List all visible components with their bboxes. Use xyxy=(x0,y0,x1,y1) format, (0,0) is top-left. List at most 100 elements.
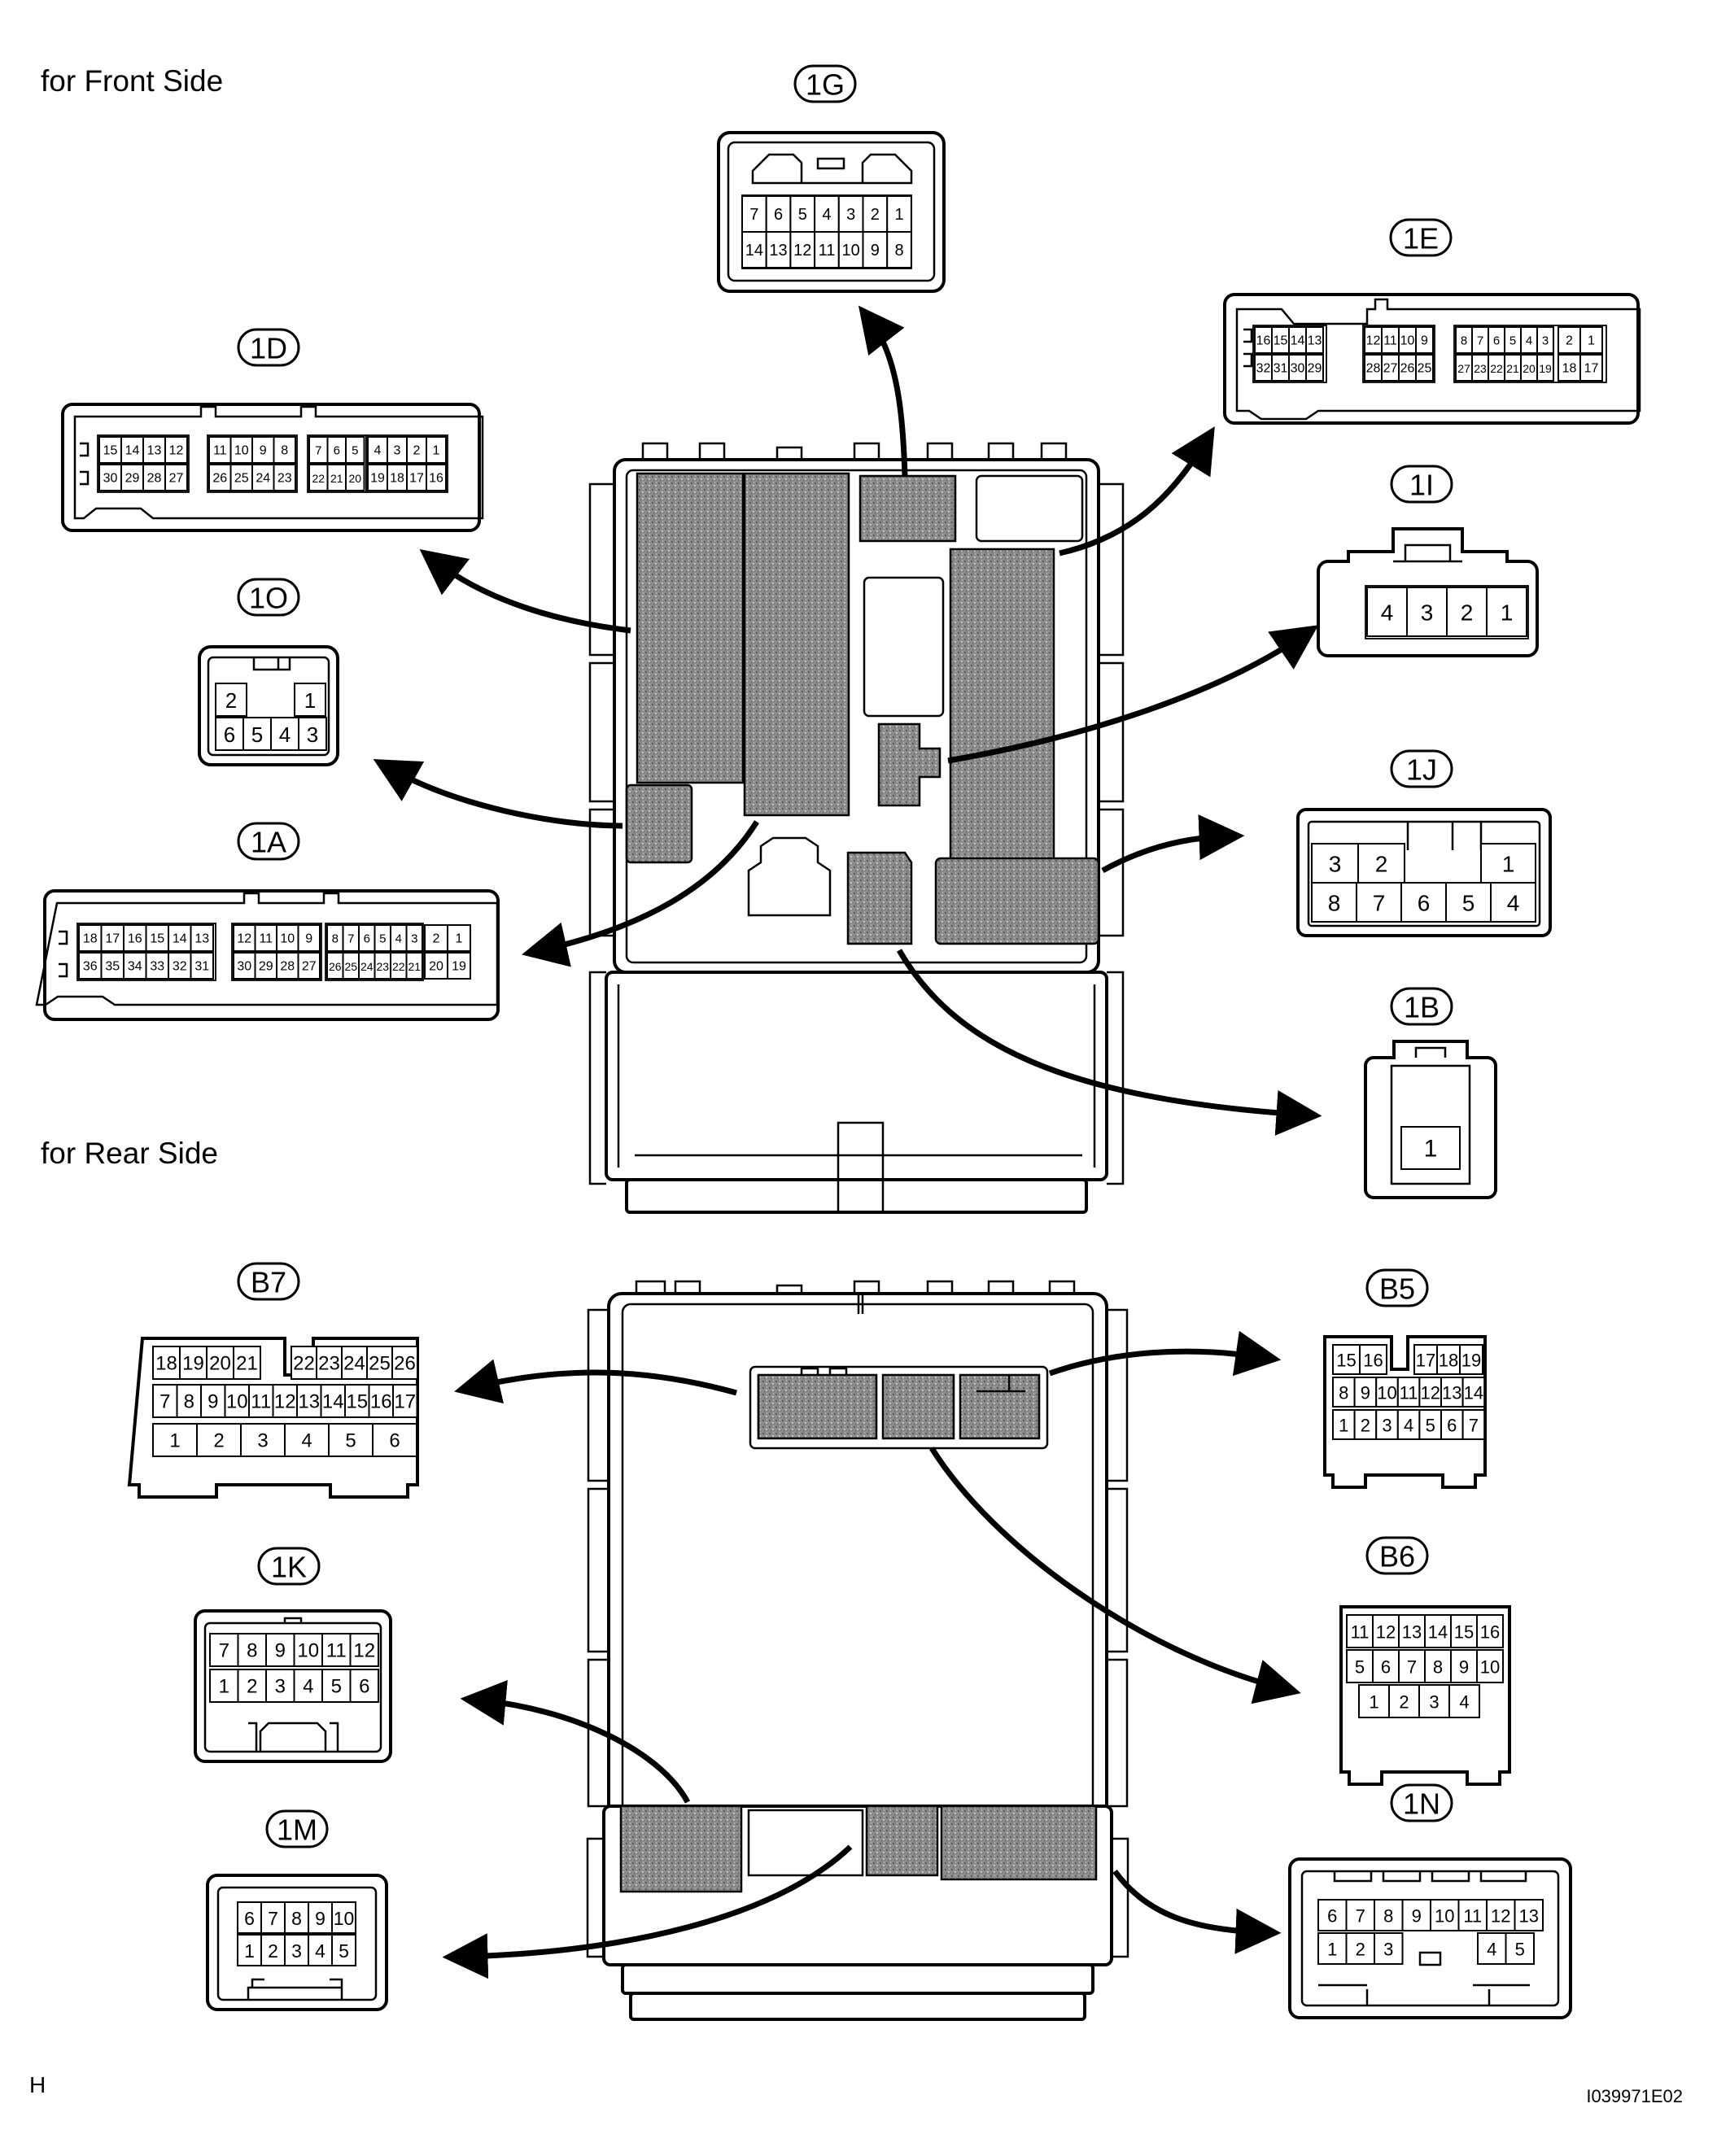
svg-text:2: 2 xyxy=(268,1940,278,1962)
pin-c1G-12: 12 xyxy=(789,231,816,268)
svg-text:21: 21 xyxy=(330,472,343,485)
svg-text:10: 10 xyxy=(234,444,249,458)
svg-text:6: 6 xyxy=(244,1908,255,1929)
pin-c1M-8: 8 xyxy=(284,1901,309,1934)
svg-text:1: 1 xyxy=(244,1940,255,1962)
svg-text:4: 4 xyxy=(374,444,382,458)
svg-text:22: 22 xyxy=(1490,362,1503,375)
pin-c1D-3: 3 xyxy=(387,436,408,464)
svg-text:6: 6 xyxy=(1493,334,1500,348)
pin-c1A-18: 18 xyxy=(78,924,103,952)
pin-cB7-14: 14 xyxy=(320,1384,346,1418)
pin-c1K-9: 9 xyxy=(265,1633,295,1667)
pin-cB5-5: 5 xyxy=(1418,1409,1443,1440)
svg-text:20: 20 xyxy=(209,1353,231,1375)
svg-text:4: 4 xyxy=(822,206,831,224)
arrow-1M xyxy=(442,1844,853,1979)
svg-text:26: 26 xyxy=(1400,362,1415,376)
svg-text:8: 8 xyxy=(1328,891,1341,916)
svg-text:12: 12 xyxy=(169,444,184,458)
pin-c1E-14: 14 xyxy=(1288,326,1307,354)
svg-text:29: 29 xyxy=(125,472,140,486)
svg-text:5: 5 xyxy=(1462,891,1475,916)
svg-text:3: 3 xyxy=(394,444,401,458)
svg-text:7: 7 xyxy=(1407,1657,1417,1678)
svg-text:1I: 1I xyxy=(1409,469,1434,502)
svg-text:16: 16 xyxy=(429,472,443,486)
svg-text:28: 28 xyxy=(280,960,295,974)
pin-c1A-31: 31 xyxy=(190,952,214,980)
svg-text:1: 1 xyxy=(456,932,463,946)
pin-cB5-18: 18 xyxy=(1436,1344,1461,1375)
pin-cB6-3: 3 xyxy=(1418,1684,1450,1718)
svg-text:25: 25 xyxy=(344,960,357,973)
socket-1O xyxy=(625,783,693,864)
pin-c1G-7: 7 xyxy=(741,195,767,233)
pin-cB7-22: 22 xyxy=(291,1346,317,1380)
tag-B5: B5 xyxy=(1365,1268,1429,1307)
svg-text:8: 8 xyxy=(894,242,903,260)
svg-text:14: 14 xyxy=(1428,1622,1448,1643)
pin-cB5-12: 12 xyxy=(1418,1377,1443,1408)
svg-text:17: 17 xyxy=(1416,1351,1435,1371)
pin-c1E-28: 28 xyxy=(1364,354,1383,382)
pin-cB7-25: 25 xyxy=(366,1346,393,1380)
svg-text:12: 12 xyxy=(793,242,811,260)
pin-c1J-3: 3 xyxy=(1311,843,1359,884)
pin-c1D-19: 19 xyxy=(367,464,388,491)
pin-c1D-13: 13 xyxy=(142,436,166,464)
svg-text:23: 23 xyxy=(318,1353,340,1375)
pin-c1E-20: 20 xyxy=(1520,354,1538,382)
pin-c1A-19: 19 xyxy=(447,952,471,980)
pin-cB7-8: 8 xyxy=(176,1384,202,1418)
pin-c1G-8: 8 xyxy=(886,231,912,268)
pin-c1E-8: 8 xyxy=(1455,326,1473,354)
svg-text:26: 26 xyxy=(394,1353,416,1375)
svg-text:36: 36 xyxy=(83,960,98,974)
pin-c1E-22: 22 xyxy=(1488,354,1505,382)
svg-text:23: 23 xyxy=(376,960,389,973)
svg-text:1: 1 xyxy=(1369,1692,1378,1713)
svg-text:31: 31 xyxy=(1274,362,1288,376)
pin-c1E-31: 31 xyxy=(1271,354,1290,382)
svg-text:20: 20 xyxy=(429,960,443,974)
svg-text:25: 25 xyxy=(234,472,249,486)
pin-c1A-22: 22 xyxy=(390,952,408,980)
pin-c1N-7: 7 xyxy=(1345,1899,1375,1931)
svg-text:2: 2 xyxy=(1566,334,1573,348)
svg-text:2: 2 xyxy=(433,932,440,946)
svg-text:6: 6 xyxy=(774,206,783,224)
pin-cB7-24: 24 xyxy=(341,1346,368,1380)
pin-c1A-21: 21 xyxy=(405,952,423,980)
pin-cB7-9: 9 xyxy=(200,1384,226,1418)
svg-text:5: 5 xyxy=(352,444,358,458)
pin-cB5-8: 8 xyxy=(1332,1377,1356,1408)
pin-c1E-25: 25 xyxy=(1415,354,1434,382)
pin-c1N-4: 4 xyxy=(1477,1932,1507,1965)
svg-text:15: 15 xyxy=(1454,1622,1474,1643)
pin-c1E-1: 1 xyxy=(1579,326,1603,354)
pin-c1K-10: 10 xyxy=(293,1633,323,1667)
svg-text:22: 22 xyxy=(293,1353,315,1375)
pin-c1A-30: 30 xyxy=(233,952,256,980)
svg-text:16: 16 xyxy=(370,1391,392,1413)
svg-text:13: 13 xyxy=(147,444,162,458)
svg-text:1: 1 xyxy=(1501,600,1514,626)
pin-c1B-1: 1 xyxy=(1400,1126,1461,1170)
svg-text:1: 1 xyxy=(1424,1136,1438,1163)
pin-c1N-10: 10 xyxy=(1430,1899,1460,1931)
svg-text:1: 1 xyxy=(1339,1416,1348,1436)
pin-c1D-29: 29 xyxy=(120,464,144,491)
svg-text:3: 3 xyxy=(1429,1692,1439,1713)
svg-text:3: 3 xyxy=(275,1676,286,1698)
svg-text:6: 6 xyxy=(359,1676,369,1698)
svg-text:18: 18 xyxy=(1439,1351,1458,1371)
tag-1A: 1A xyxy=(237,822,300,861)
pin-c1A-5: 5 xyxy=(374,924,391,952)
pin-cB7-13: 13 xyxy=(296,1384,322,1418)
pin-cB6-15: 15 xyxy=(1450,1614,1478,1648)
pin-c1I-1: 1 xyxy=(1486,587,1527,637)
pin-cB6-1: 1 xyxy=(1358,1684,1390,1718)
svg-text:13: 13 xyxy=(1519,1906,1539,1927)
svg-text:13: 13 xyxy=(1442,1383,1461,1403)
